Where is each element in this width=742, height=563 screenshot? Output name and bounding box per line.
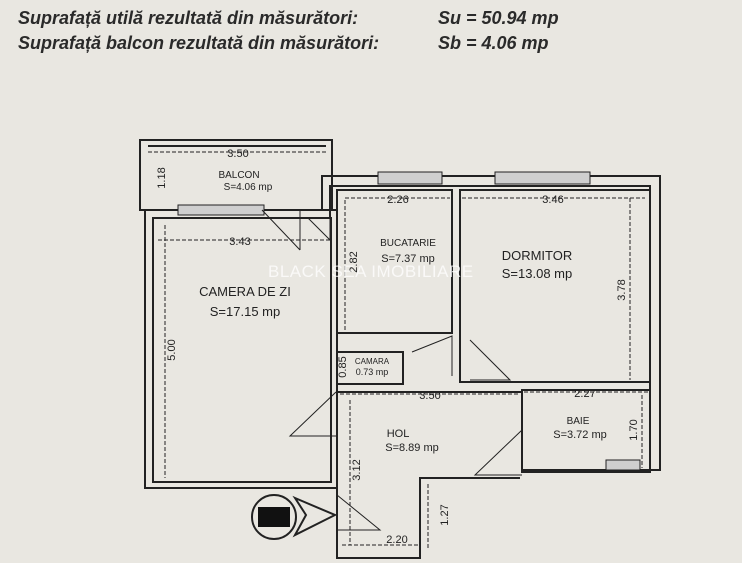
- label-balcon-name: BALCON: [218, 170, 259, 181]
- compass-icon: [251, 494, 338, 540]
- label-bucatarie-area: S=7.37 mp: [381, 253, 435, 265]
- windows: [177, 171, 641, 471]
- balcony-door: [261, 209, 301, 251]
- dim-entrance-width: 2.20: [386, 534, 407, 546]
- header-su-label: Suprafață utilă rezultată din măsurători…: [18, 8, 359, 28]
- living-room-inner: [152, 217, 332, 483]
- label-baie-name: BAIE: [567, 416, 590, 427]
- dim-baie-width: 2.27: [574, 388, 595, 400]
- dim-hol-length: 3.12: [351, 459, 363, 480]
- door-swings: [261, 209, 523, 531]
- dim-camera-length: 5.00: [166, 339, 178, 360]
- label-balcon-area: S=4.06 mp: [224, 182, 273, 193]
- label-hol-area: S=8.89 mp: [385, 442, 439, 454]
- header-balcony-area: Suprafață balcon rezultată din măsurător…: [18, 33, 549, 54]
- label-camara-name: CAMARA: [355, 357, 390, 366]
- living-door: [288, 391, 337, 437]
- header-useful-area: Suprafață utilă rezultată din măsurători…: [18, 8, 559, 29]
- label-hol-name: HOL: [387, 428, 410, 440]
- kitchen-balcony-door: [307, 210, 331, 242]
- header-su-value: Su = 50.94 mp: [438, 8, 559, 28]
- dimension-lines: [148, 151, 648, 550]
- dim-bucatarie-length: 2.82: [348, 251, 360, 272]
- bathroom-window: [605, 459, 641, 471]
- bedroom-walls: [459, 189, 651, 383]
- label-camara-area: 0.73 mp: [356, 367, 389, 377]
- bedroom-door: [469, 339, 512, 381]
- label-dormitor-name: DORMITOR: [502, 248, 573, 263]
- dim-balcon-width: 3.50: [227, 148, 248, 160]
- dim-camara-side: 0.85: [337, 356, 349, 377]
- label-baie-area: S=3.72 mp: [553, 429, 607, 441]
- label-bucatarie-name: BUCATARIE: [380, 238, 436, 249]
- header-sb-label: Suprafață balcon rezultată din măsurător…: [18, 33, 380, 53]
- dim-camera-width: 3.43: [229, 236, 250, 248]
- storage-walls: [336, 351, 404, 385]
- kitchen-walls: [336, 189, 453, 334]
- label-camera-area: S=17.15 mp: [210, 304, 280, 319]
- watermark-text: BLACK SEA IMOBILIARE: [268, 262, 474, 281]
- bathroom-walls: [521, 389, 651, 473]
- label-dormitor-area: S=13.08 mp: [502, 266, 572, 281]
- bedroom-window: [494, 171, 591, 185]
- bathroom-door: [473, 429, 523, 476]
- living-window: [177, 204, 265, 216]
- kitchen-window: [377, 171, 443, 185]
- dim-dormitor-width: 3.46: [542, 194, 563, 206]
- dim-bucatarie-width: 2.26: [387, 194, 408, 206]
- inner-wall-right: [329, 185, 651, 462]
- dim-entrance-length: 1.27: [439, 504, 451, 525]
- outer-wall-right: [321, 175, 661, 471]
- dim-balcon-depth: 1.18: [156, 167, 168, 188]
- dim-dormitor-length: 3.78: [616, 279, 628, 300]
- dim-hol-width: 3.50: [419, 390, 440, 402]
- entrance-door: [336, 494, 382, 531]
- kitchen-door: [411, 335, 453, 376]
- dim-baie-length: 1.70: [628, 419, 640, 440]
- entrance-walls: [336, 477, 520, 559]
- header-sb-value: Sb = 4.06 mp: [438, 33, 549, 53]
- label-camera-name: CAMERA DE ZI: [199, 284, 291, 299]
